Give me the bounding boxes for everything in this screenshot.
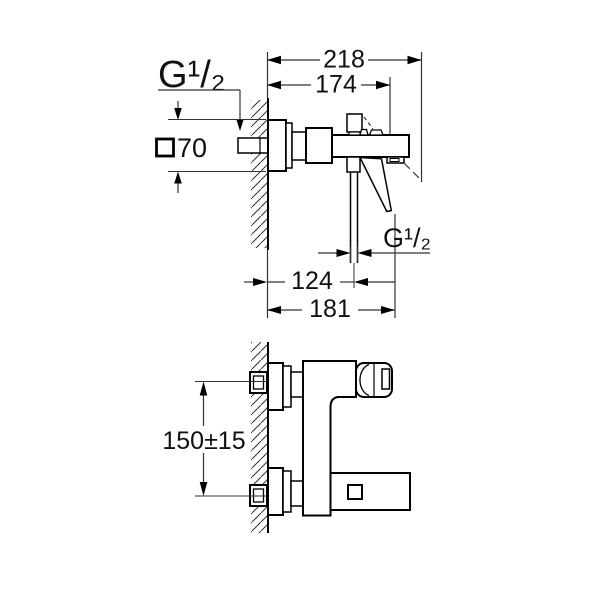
dim-label-124: 124	[291, 267, 333, 295]
connection-stub	[291, 131, 307, 161]
dim-label-70: 70	[177, 133, 207, 163]
lever-pivot-bumps	[359, 128, 369, 136]
dimension-218: 218	[267, 46, 422, 74]
escutcheon-step	[285, 122, 293, 169]
side-view: 218 174 G¹/₂ 70	[155, 46, 431, 323]
lever-front	[355, 362, 393, 398]
dim-label-174: 174	[315, 71, 357, 99]
dimension-70: 70	[155, 101, 266, 193]
spout-front	[329, 472, 411, 511]
cartridge-bump	[368, 129, 384, 136]
lever-side	[358, 156, 393, 213]
diverter-knob	[346, 113, 374, 136]
dimension-174: 174	[267, 71, 390, 99]
mixer-body-front	[302, 360, 357, 517]
dim-label-150: 150±15	[162, 427, 245, 455]
inlet-thread-text: G¹/₂	[158, 54, 226, 96]
supply-pipe	[237, 137, 269, 154]
outlet-thread-label: G¹/₂	[318, 223, 431, 261]
spout-aerator-square	[347, 484, 363, 500]
outlet-thread-text: G¹/₂	[383, 223, 431, 253]
mixer-body-side	[331, 134, 410, 158]
inlet-thread-label: G¹/₂	[158, 54, 244, 131]
dim-label-218: 218	[323, 46, 365, 74]
front-view: 150±15	[162, 342, 411, 533]
dimension-181: 181	[267, 295, 395, 323]
aerator-leader-dashed	[403, 162, 423, 182]
union-nut	[305, 127, 333, 164]
escutcheon-front-top	[267, 362, 306, 411]
dimension-150: 150±15	[162, 381, 266, 497]
dimension-124: 124	[244, 267, 395, 295]
dim-label-181: 181	[309, 295, 351, 323]
aerator	[386, 156, 405, 164]
escutcheon-front-bottom	[267, 467, 306, 516]
escutcheon-side	[267, 119, 287, 172]
supply-union-top	[249, 371, 268, 394]
wall-hatch	[251, 100, 268, 248]
square-symbol	[155, 137, 175, 158]
